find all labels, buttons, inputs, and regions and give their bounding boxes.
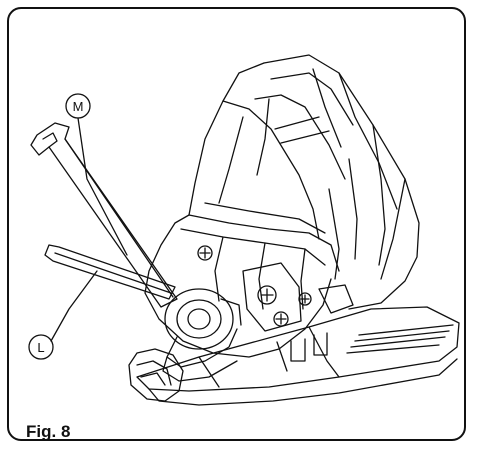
technical-drawing: M L <box>28 54 460 406</box>
wrench-m <box>30 122 178 308</box>
callout-l-label: L <box>37 340 44 355</box>
callout-m: M <box>65 93 128 256</box>
callout-m-label: M <box>73 99 84 114</box>
figure-caption: Fig. 8 <box>26 422 71 441</box>
motor-housing <box>188 54 420 310</box>
gearbox-collar <box>144 202 354 358</box>
callout-l: L <box>28 270 98 360</box>
router-bit <box>128 348 184 402</box>
figure-frame: M L Fig. 8 <box>7 7 466 441</box>
spindle-nut <box>162 288 242 382</box>
wrench-l <box>44 244 176 300</box>
base-plate <box>136 306 460 406</box>
